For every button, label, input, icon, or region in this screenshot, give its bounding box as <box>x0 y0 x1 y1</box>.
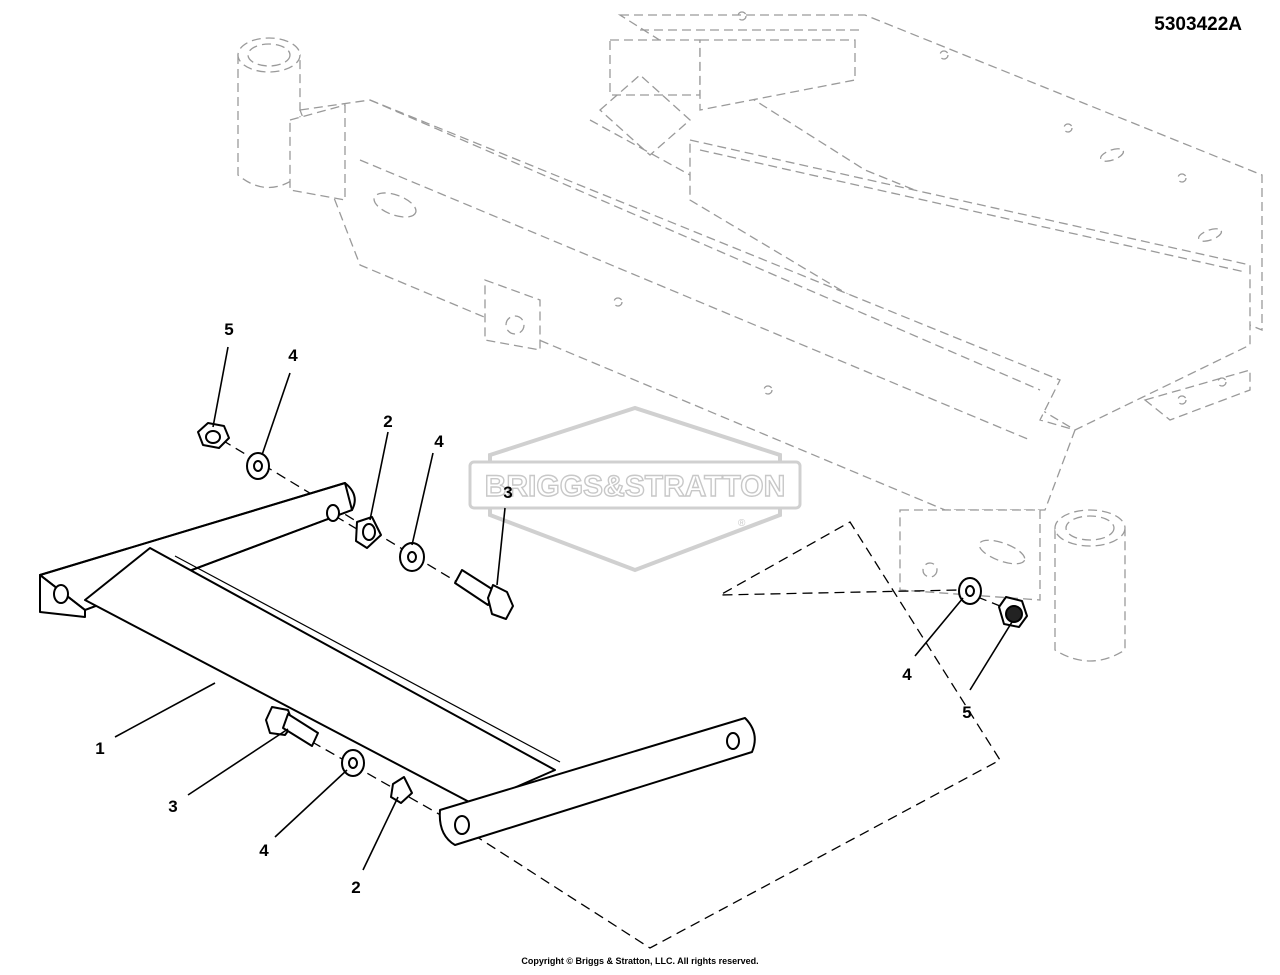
frame-rear-bracket <box>609 39 701 96</box>
hardware-right <box>958 577 1028 628</box>
bolt-3b-shank <box>282 713 319 747</box>
phantom-frame <box>237 11 1263 662</box>
callout-5-nut: 5 <box>224 320 233 339</box>
frame-right-hanger <box>899 509 1041 601</box>
callout-4-washer: 4 <box>288 346 298 365</box>
copyright-notice: Copyright © Briggs & Stratton, LLC. All … <box>521 956 759 966</box>
callout-3-bolt: 3 <box>168 797 177 816</box>
briggs-stratton-watermark: BRIGGS&STRATTON ® <box>468 405 802 573</box>
spacer-2b <box>390 776 413 804</box>
hardware-rear-left <box>197 422 514 620</box>
left-arm-rear-hole <box>326 504 340 522</box>
right-arm-rear-hole <box>726 732 740 750</box>
callout-4-washer: 4 <box>434 432 444 451</box>
callout-1-axle-bracket: 1 <box>95 739 104 758</box>
hardware-front-left <box>265 706 413 804</box>
right-arm <box>438 717 756 846</box>
part-1-front-axle-bracket <box>39 482 756 846</box>
callout-2-spacer: 2 <box>351 878 360 897</box>
callout-5-nut: 5 <box>962 703 971 722</box>
callouts: 5 4 2 4 3 1 3 4 2 4 5 <box>95 320 971 897</box>
callout-2-spacer: 2 <box>383 412 392 431</box>
drawing-number: 5303422A <box>1154 14 1242 35</box>
left-arm-hole <box>53 584 69 604</box>
callout-4-washer: 4 <box>259 841 269 860</box>
frame-rear-tube <box>699 39 856 111</box>
bolt-3a-head <box>487 584 514 620</box>
callout-4-washer: 4 <box>902 665 912 684</box>
right-arm-hole <box>454 815 470 835</box>
watermark-logo-text: BRIGGS&STRATTON <box>485 470 786 503</box>
frame-deck-plate <box>689 139 1251 431</box>
leader-lines <box>114 346 1013 871</box>
frame-right-caster-tube <box>1054 529 1126 662</box>
frame-left-hanger <box>484 279 541 351</box>
callout-3-bolt: 3 <box>503 483 512 502</box>
frame-main-channel <box>299 99 1076 511</box>
watermark-registered: ® <box>738 518 746 529</box>
